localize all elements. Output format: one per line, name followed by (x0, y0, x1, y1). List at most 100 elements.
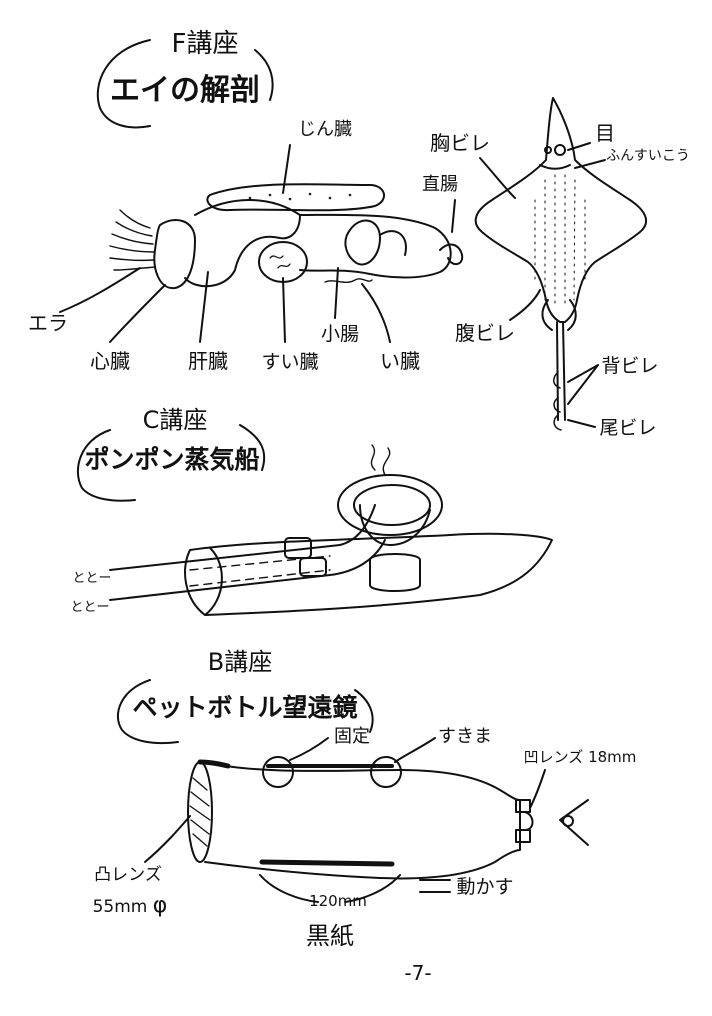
boat-section: C講座 ポンポン蒸気船 ととー ととー (70, 406, 553, 616)
kidney-dots (248, 192, 352, 201)
black-paper-strip (259, 859, 395, 867)
pelvic-fin-pointer (509, 289, 541, 321)
candle-holder (369, 553, 421, 592)
liver-organ (184, 199, 301, 288)
pectoral-fin-label: 胸ビレ (430, 131, 490, 155)
bottle-neck-ring-bottom (515, 829, 531, 843)
stomach-pointer (361, 283, 391, 343)
ray-section-title: エイの解剖 (110, 73, 260, 108)
objective-lens-label: 凸レンズ (94, 865, 162, 885)
ray-eye-right (544, 146, 552, 154)
ray-title-bracket-right (254, 49, 274, 101)
liver-label: 肝臓 (188, 349, 228, 373)
telescope-title-bracket-right (354, 689, 374, 733)
gills-fringe (109, 209, 156, 271)
caudal-fin-pointer (567, 419, 596, 428)
move-label: 動かす (456, 876, 513, 898)
objective-lens-hatch (189, 777, 211, 847)
boat-sound-bottom: ととー (70, 600, 109, 615)
heart-label: 心臓 (90, 349, 130, 373)
bottle-neck-ring-top (515, 799, 531, 813)
tube-clamp-left (284, 537, 312, 559)
gills-label: エラ (28, 311, 68, 335)
rectum-label: 直腸 (422, 174, 458, 195)
telescope-title-bracket (117, 679, 179, 745)
intestine-coil-2 (379, 230, 407, 256)
spiracle-label: ふんすいこう (606, 148, 690, 164)
length-arrow-right (344, 874, 401, 903)
liver-pointer (199, 271, 209, 343)
pelvic-fin-label: 腹ビレ (455, 321, 515, 345)
length-label: 120mm (309, 892, 367, 910)
small-intestine-pointer (334, 267, 339, 319)
boiler-bowl-inner (353, 484, 431, 526)
kidney-label: じん臓 (298, 119, 352, 140)
heart-pointer (109, 284, 166, 343)
fixed-pointer (289, 737, 329, 761)
page-number: -7- (404, 961, 431, 985)
pancreas-pointer (282, 277, 286, 343)
boat-sound-top: ととー (72, 571, 111, 586)
boat-title-bracket (76, 429, 136, 502)
dorsal-fin-pointer (567, 364, 599, 405)
length-arrow-left (259, 874, 319, 903)
gills-pointer (59, 267, 141, 313)
rectum-pointer (451, 199, 456, 233)
boiler-bowl-base (359, 504, 431, 546)
pancreas-label: すい臓 (261, 351, 318, 373)
objective-lens-end (187, 761, 213, 863)
intestine-coil (344, 219, 381, 266)
ray-mouth (539, 164, 571, 170)
eyepiece-pointer (529, 769, 546, 809)
telescope-section-title: ペットボトル望遠鏡 (132, 693, 357, 722)
dorsal-fin-label: 背ビレ (601, 355, 658, 377)
caudal-fin-label: 尾ビレ (599, 417, 656, 439)
black-paper-label: 黒紙 (306, 922, 354, 950)
ray-title-bracket (96, 39, 151, 129)
boat-section-heading: C講座 (143, 406, 208, 434)
pancreas-organ (258, 241, 308, 283)
ray-section: F講座 エイの解剖 (28, 29, 690, 439)
eyepiece-lens-label: 凹レンズ 18mm (524, 748, 637, 766)
bottle-top-seam (197, 759, 231, 769)
fixed-label: 固定 (334, 726, 370, 747)
boat-title-bracket-right (239, 424, 266, 471)
kidney-pointer (282, 144, 291, 194)
small-intestine-organ (324, 278, 373, 283)
objective-pointer (144, 815, 191, 863)
bottle-body (204, 761, 521, 880)
viewer-pupil (562, 815, 574, 827)
ray-eye-left (554, 144, 566, 156)
gap-pointer (394, 737, 436, 763)
boat-section-title: ポンポン蒸気船 (84, 445, 259, 474)
boat-tube-top (109, 504, 376, 571)
telescope-section-heading: B講座 (208, 648, 272, 676)
ray-pelvic-fins (541, 299, 577, 331)
heart-organ (153, 219, 196, 290)
viewer-eye (559, 799, 589, 846)
ray-texture (534, 174, 586, 306)
telescope-section: B講座 ペットボトル望遠鏡 固定 すきま 凹レンズ 18mm 凸レンズ (93, 648, 637, 950)
stomach-organ (299, 213, 452, 279)
boat-tube-hidden (189, 555, 331, 587)
eyepiece-lens (524, 811, 534, 831)
small-intestine-label: 小腸 (321, 323, 359, 345)
diameter-symbol: φ (153, 893, 168, 918)
tube-clamp-right (299, 557, 327, 577)
gap-tape (370, 756, 402, 788)
rectum-organ (439, 243, 464, 266)
stomach-label: い臓 (380, 349, 420, 373)
gap-label: すきま (438, 726, 492, 747)
ray-body-outline (474, 97, 648, 323)
kidney-organ (206, 183, 385, 212)
pancreas-marks (269, 255, 291, 269)
spiracle-pointer (574, 159, 606, 169)
move-arrows (419, 879, 451, 893)
pectoral-fin-pointer (479, 157, 516, 199)
objective-size-label: 55mm (93, 897, 148, 917)
ray-tail-fins (553, 371, 562, 431)
eye-label: 目 (595, 121, 615, 145)
ray-tail (556, 321, 566, 421)
